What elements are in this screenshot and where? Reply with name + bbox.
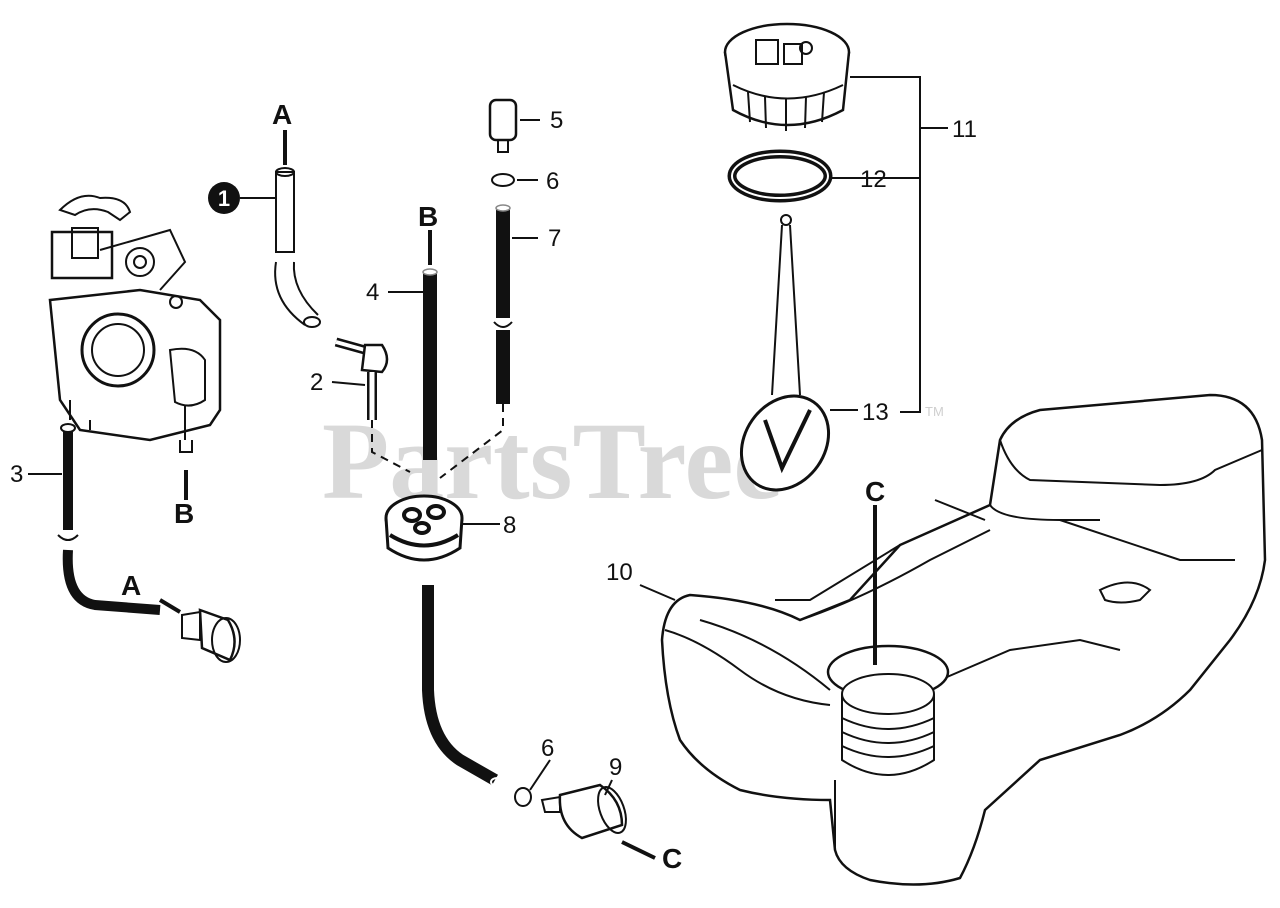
elbow-fitting-part-2[interactable]	[334, 337, 389, 420]
vent-plug-part-5[interactable]	[488, 98, 518, 153]
primer-bulb	[181, 608, 241, 663]
part-label-6b[interactable]: 6	[541, 735, 554, 762]
cap-gasket-part-12[interactable]	[727, 149, 833, 203]
part-number-labels: 1 2 3 4 5 6 7 8 6 9 10 11 12 13	[10, 107, 977, 781]
connector-labels: A A B B C C	[121, 99, 885, 874]
part-label-4[interactable]: 4	[366, 279, 379, 306]
connector-a-top: A	[272, 99, 292, 130]
pickup-line	[422, 585, 504, 787]
o-ring-part-6-upper[interactable]	[491, 173, 515, 187]
strainer-part-13[interactable]	[724, 214, 847, 507]
return-line-part-1[interactable]	[274, 167, 321, 328]
part-1-callout[interactable]: 1	[208, 182, 240, 214]
leader-lines	[28, 76, 948, 860]
vent-line-part-7[interactable]	[493, 204, 513, 404]
part-label-8[interactable]: 8	[503, 512, 516, 539]
fuel-line-part-3[interactable]	[57, 423, 161, 615]
part-label-11[interactable]: 11	[952, 116, 977, 143]
carburetor	[48, 194, 222, 453]
part-label-3[interactable]: 3	[10, 461, 23, 488]
watermark-tm: TM	[925, 404, 944, 419]
part-label-7[interactable]: 7	[548, 225, 561, 252]
assembly-lines	[371, 404, 504, 479]
part-label-9[interactable]: 9	[609, 754, 622, 781]
connector-c-filter: C	[662, 843, 682, 874]
connector-c-tank: C	[865, 476, 885, 507]
part-label-12[interactable]: 12	[860, 166, 887, 193]
part-label-5[interactable]: 5	[550, 107, 563, 134]
grommet-part-8[interactable]	[384, 494, 464, 562]
part-label-6a[interactable]: 6	[546, 168, 559, 195]
part-label-13[interactable]: 13	[862, 399, 889, 426]
part-label-1: 1	[218, 186, 230, 211]
watermark-text: PartsTree	[322, 400, 782, 522]
part-label-2[interactable]: 2	[310, 369, 323, 396]
fuel-tank-part-10[interactable]	[660, 393, 1267, 886]
o-ring-part-6-lower[interactable]	[514, 787, 532, 807]
connector-b-low: B	[174, 498, 194, 529]
fuel-line-part-4[interactable]	[422, 268, 438, 460]
part-label-10[interactable]: 10	[606, 559, 633, 586]
connector-a-low: A	[121, 570, 141, 601]
connector-b-top: B	[418, 201, 438, 232]
fuel-filter-part-9[interactable]	[540, 783, 631, 840]
fuel-cap-part-11[interactable]	[723, 22, 851, 131]
